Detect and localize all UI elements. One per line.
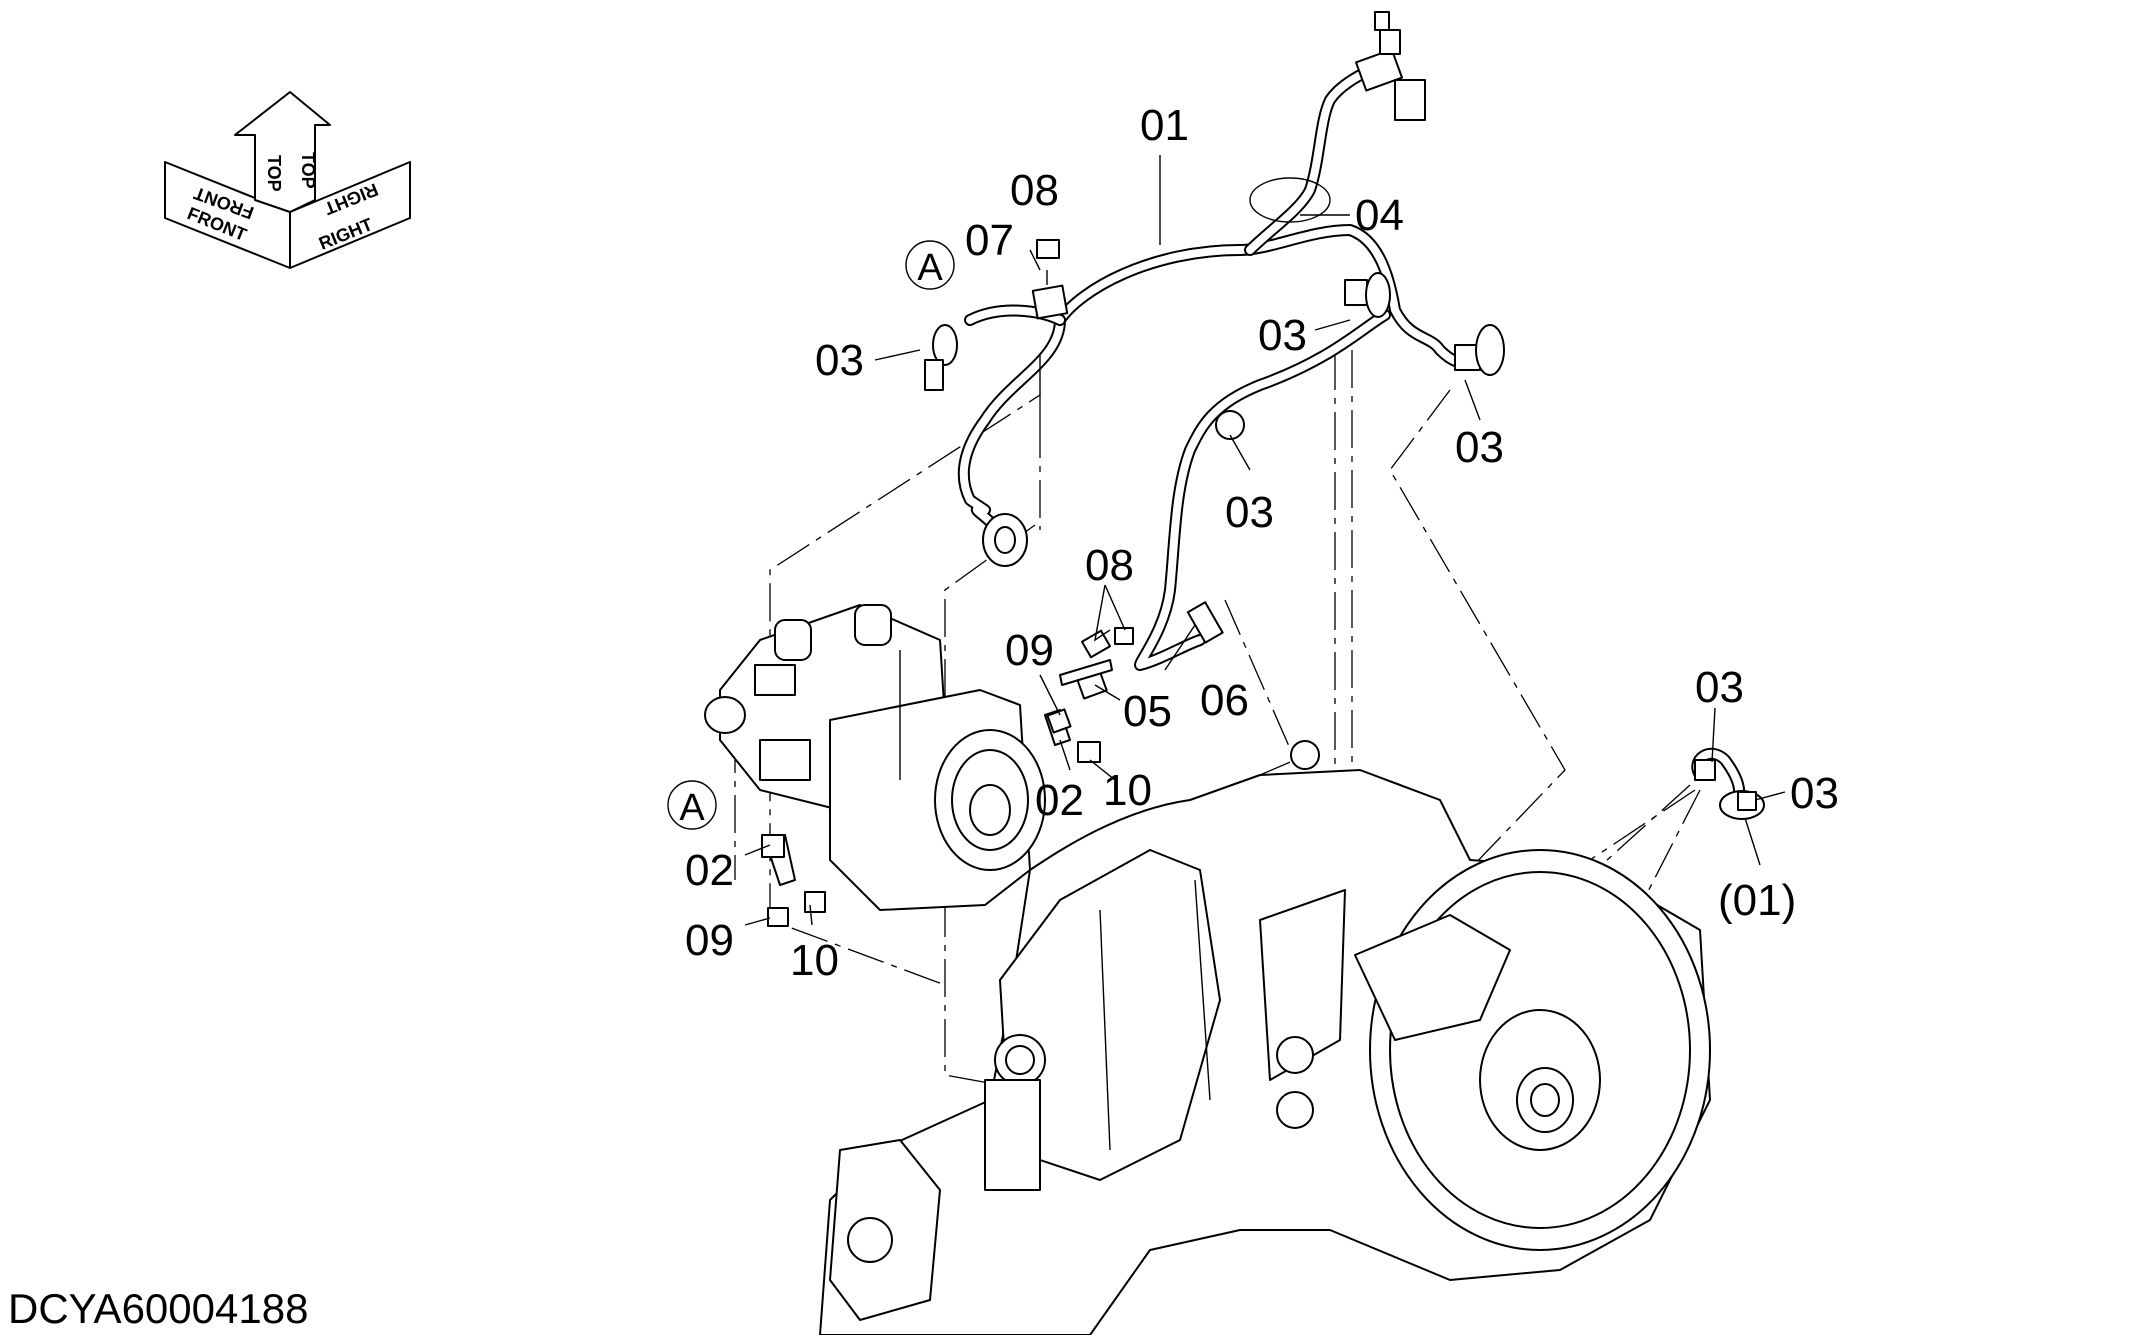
sensor-06 [1186, 601, 1224, 644]
hardware-parts [761, 239, 1134, 927]
callout-10-left: 10 [790, 936, 839, 985]
callout-01: 01 [1140, 101, 1189, 150]
transmission [819, 740, 1711, 1335]
callout-03-upper-center: 03 [1258, 311, 1307, 360]
callout-08-top: 08 [1010, 166, 1059, 215]
detail-marker-a-bottom-label: A [679, 787, 705, 829]
clip-03-right [1454, 324, 1505, 376]
callout-07: 07 [965, 216, 1014, 265]
hydraulic-pump [704, 604, 1046, 911]
clip-detail-01 [1691, 747, 1765, 820]
detail-marker-a-top: A [905, 240, 955, 290]
callout-03-right: 03 [1455, 423, 1504, 472]
orient-top-label: TOP [298, 152, 318, 189]
clip-03-upper [1344, 272, 1391, 318]
callout-09-mid: 09 [1005, 626, 1054, 675]
clamp-04 [1249, 177, 1331, 223]
callout-06: 06 [1200, 676, 1249, 725]
orientation-symbol: FRONT FRONT TOP TOP RIGHT RIGHT [164, 91, 411, 269]
callout-02-left: 02 [685, 846, 734, 895]
callout-05: 05 [1123, 687, 1172, 736]
callout-09-left: 09 [685, 916, 734, 965]
callout-02-right: 02 [1035, 776, 1084, 825]
callout-03-center: 03 [1225, 488, 1274, 537]
callout-10-right: 10 [1103, 766, 1152, 815]
callout-04: 04 [1355, 191, 1404, 240]
clip-03-center [1215, 410, 1245, 440]
harness-01 [924, 11, 1505, 671]
detail-marker-a-top-label: A [917, 247, 943, 289]
callout-leaders [744, 155, 1786, 926]
clip-03-left [924, 324, 958, 391]
detail-marker-a-bottom: A [667, 780, 717, 830]
callout-08-mid: 08 [1085, 541, 1134, 590]
orient-top-mirror: TOP [264, 155, 284, 192]
drawing-code: DCYA60004188 [8, 1285, 308, 1332]
callout-03-detail-right: 03 [1790, 769, 1839, 818]
callout-01-paren: (01) [1718, 876, 1796, 925]
callout-03-detail-top: 03 [1695, 663, 1744, 712]
callout-labels: 01 02 02 03 03 03 03 03 03 03 04 05 06 0… [685, 101, 1839, 985]
callout-03-left: 03 [815, 336, 864, 385]
